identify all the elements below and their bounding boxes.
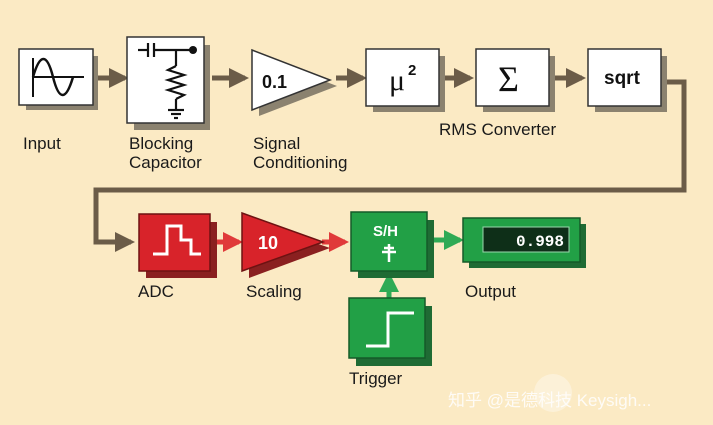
switch-icon	[382, 244, 396, 262]
adc-label: ADC	[138, 282, 174, 301]
watermark-text: 知乎 @是德科技 Keysigh...	[448, 391, 652, 410]
sample-hold-block: S/H	[350, 211, 434, 278]
signal-conditioning-block: 0.1	[251, 48, 337, 116]
output-display-value: 0.998	[516, 233, 564, 251]
sigma-icon: Σ	[498, 59, 519, 99]
scaling-label: Scaling	[246, 282, 302, 301]
output-display-screen	[482, 226, 570, 253]
sample-hold-label: S/H	[373, 223, 398, 240]
input-block	[18, 48, 98, 110]
sqrt-block: sqrt	[587, 48, 667, 112]
output-label: Output	[465, 282, 517, 301]
signal-conditioning-gain: 0.1	[262, 72, 287, 92]
sqrt-symbol: sqrt	[604, 68, 641, 89]
blocking-label-line1: Blocking	[129, 134, 194, 153]
staircase-icon	[153, 224, 201, 256]
scaling-block: 10	[241, 211, 330, 278]
blocking-capacitor-block	[126, 36, 210, 130]
rms-converter-label: RMS Converter	[439, 120, 557, 139]
signal-label-line1: Signal	[253, 134, 301, 153]
conditioning-label-line2: Conditioning	[253, 153, 348, 172]
output-block: 0.998	[462, 217, 586, 268]
arrow-sqrt-to-adc	[93, 79, 687, 252]
input-label: Input	[23, 134, 61, 153]
sum-block: Σ	[475, 48, 555, 112]
watermark-logo-icon	[534, 374, 572, 412]
capacitor-label-line2: Capacitor	[129, 153, 202, 172]
adc-block	[138, 213, 217, 278]
capacitor-resistor-icon	[138, 43, 193, 120]
square-mu-symbol: μ	[389, 64, 405, 97]
trigger-block	[348, 297, 432, 366]
connectors	[93, 68, 687, 299]
trigger-label: Trigger	[349, 369, 403, 388]
square-block: μ 2	[365, 48, 445, 112]
square-exponent: 2	[408, 62, 416, 79]
scaling-gain: 10	[258, 233, 278, 253]
step-pulse-icon	[366, 311, 414, 348]
